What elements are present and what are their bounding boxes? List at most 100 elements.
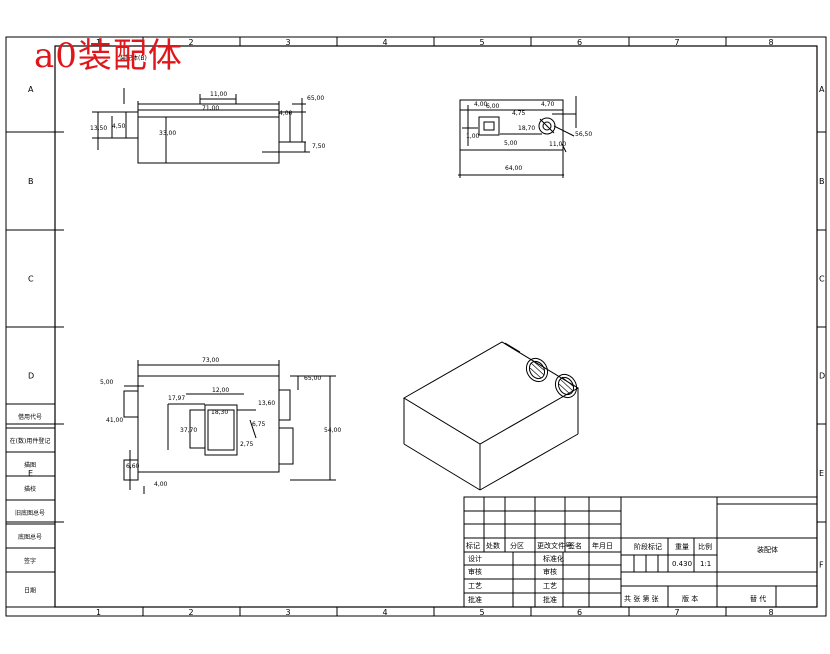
tb-mid-2: 审核 <box>543 567 557 576</box>
zone-row-label: C <box>819 275 825 284</box>
front-view <box>123 360 336 494</box>
tb-version: 版 本 <box>682 594 698 603</box>
dim-top-7: 33,00 <box>159 130 176 137</box>
zone-column-label: 8 <box>769 608 774 617</box>
dim-front-11: 6,75 <box>252 421 266 428</box>
top-view-dimensions: 11,00 71,00 4,00 65,00 13,50 4,50 33,00 … <box>90 54 326 150</box>
tb-weight-value: 0.430 <box>672 560 692 568</box>
zone-row-label: A <box>819 85 825 94</box>
dim-side-3: 4,75 <box>512 110 526 117</box>
tb-role-2: 审核 <box>468 567 482 576</box>
zone-column-label: 3 <box>286 38 291 47</box>
dim-front-9: 18,30 <box>211 409 228 416</box>
outer-border <box>5 36 827 617</box>
zone-column-label: 4 <box>383 608 388 617</box>
side-view <box>458 96 577 178</box>
dim-side-8: 56,50 <box>575 131 592 138</box>
tb-weight-label: 重量 <box>675 543 689 551</box>
dim-side-1: 4,00 <box>474 101 488 108</box>
tb-sheet-info: 共 张 第 张 <box>624 594 659 603</box>
side-table-label: 旧底图总号 <box>15 509 45 517</box>
tb-header-1: 标记 <box>466 541 480 550</box>
top-view <box>92 88 310 164</box>
dim-front-8: 37,70 <box>180 427 197 434</box>
zone-column-label: 5 <box>480 38 485 47</box>
zone-column-label: 8 <box>769 38 774 47</box>
dim-front-14: 54,00 <box>324 427 341 434</box>
zone-column-label: 2 <box>189 608 194 617</box>
dim-front-5: 17,97 <box>168 395 185 402</box>
dim-top-5: 13,50 <box>90 125 107 132</box>
tb-role-1: 设计 <box>468 554 482 563</box>
sensor-lens-2 <box>554 373 578 399</box>
drawing-title: a0装配体 <box>34 36 183 76</box>
dim-front-13: 4,00 <box>154 481 168 488</box>
dim-front-6: 13,60 <box>258 400 275 407</box>
zone-column-label: 6 <box>577 38 582 47</box>
dim-front-2: 5,00 <box>100 379 114 386</box>
sensor-lens-1 <box>525 357 549 383</box>
tb-role-4: 批准 <box>468 595 482 604</box>
side-table-label: 签字 <box>24 557 36 565</box>
lens-hatching <box>529 360 575 395</box>
dim-side-10: 64,00 <box>505 165 522 172</box>
tb-replace: 替 代 <box>750 594 766 603</box>
side-table-label: 底图总号 <box>18 533 42 541</box>
dim-top-2: 71,00 <box>202 105 219 112</box>
zone-row-label: D <box>28 372 34 381</box>
side-table-label: 描校 <box>24 485 36 493</box>
dim-side-9: 11,00 <box>549 141 566 148</box>
dim-side-2: 6,00 <box>486 103 500 110</box>
zone-column-label: 1 <box>96 608 101 617</box>
title-block <box>463 496 818 608</box>
tb-header-5: 签名 <box>568 541 582 550</box>
zone-column-markers: 1 1 2 2 3 3 4 4 5 5 6 6 7 7 8 8 <box>96 37 774 617</box>
zone-column-label: 4 <box>383 38 388 47</box>
zone-column-label: 2 <box>189 38 194 47</box>
dim-front-3: 65,00 <box>304 375 321 382</box>
zone-row-label: E <box>819 469 824 478</box>
zone-row-label: D <box>819 372 825 381</box>
zone-row-label: C <box>28 275 34 284</box>
dim-side-7: 5,00 <box>504 140 518 147</box>
top-view-note: 装配体(B) <box>120 54 147 62</box>
dim-side-5: 1,00 <box>466 133 480 140</box>
side-table-label: 描图 <box>24 461 36 469</box>
tb-header-4: 更改文件号 <box>537 541 572 550</box>
tb-role-3: 工艺 <box>468 582 482 590</box>
zone-column-label: 1 <box>96 38 101 47</box>
zone-row-label: B <box>819 177 825 186</box>
dim-side-6: 18,70 <box>518 125 535 132</box>
zone-row-label: B <box>28 177 34 186</box>
side-table-label: 借用代号 <box>18 413 42 421</box>
dim-side-4: 4,70 <box>541 101 555 108</box>
side-table-label: 在(数)用件登记 <box>10 437 51 445</box>
zone-column-label: 5 <box>480 608 485 617</box>
zone-row-label: F <box>819 561 824 570</box>
dim-front-7: 41,00 <box>106 417 123 424</box>
dim-top-1: 11,00 <box>210 91 227 98</box>
tb-part-name: 装配体 <box>757 545 778 554</box>
zone-column-label: 7 <box>675 608 680 617</box>
front-view-dimensions: 73,00 5,00 65,00 12,00 17,97 13,60 41,00… <box>100 357 341 488</box>
zone-column-label: 3 <box>286 608 291 617</box>
isometric-view <box>403 341 579 491</box>
zone-column-label: 7 <box>675 38 680 47</box>
tb-header-3: 分区 <box>510 541 524 550</box>
dim-top-6: 4,50 <box>112 123 126 130</box>
zone-row-label: E <box>28 469 33 478</box>
tb-scale-label: 比例 <box>698 542 712 551</box>
side-table-label: 日期 <box>24 587 36 595</box>
tb-std-value: 标准化 <box>543 554 564 563</box>
zone-column-label: 6 <box>577 608 582 617</box>
dim-top-4: 65,00 <box>307 95 324 102</box>
dim-front-10: 2,75 <box>240 441 254 448</box>
tb-header-2: 处数 <box>486 541 500 550</box>
dim-front-4: 12,00 <box>212 387 229 394</box>
tb-header-6: 年月日 <box>592 541 613 550</box>
tb-scale-value: 1:1 <box>700 560 711 568</box>
tb-stage-label: 阶段标记 <box>634 542 662 551</box>
